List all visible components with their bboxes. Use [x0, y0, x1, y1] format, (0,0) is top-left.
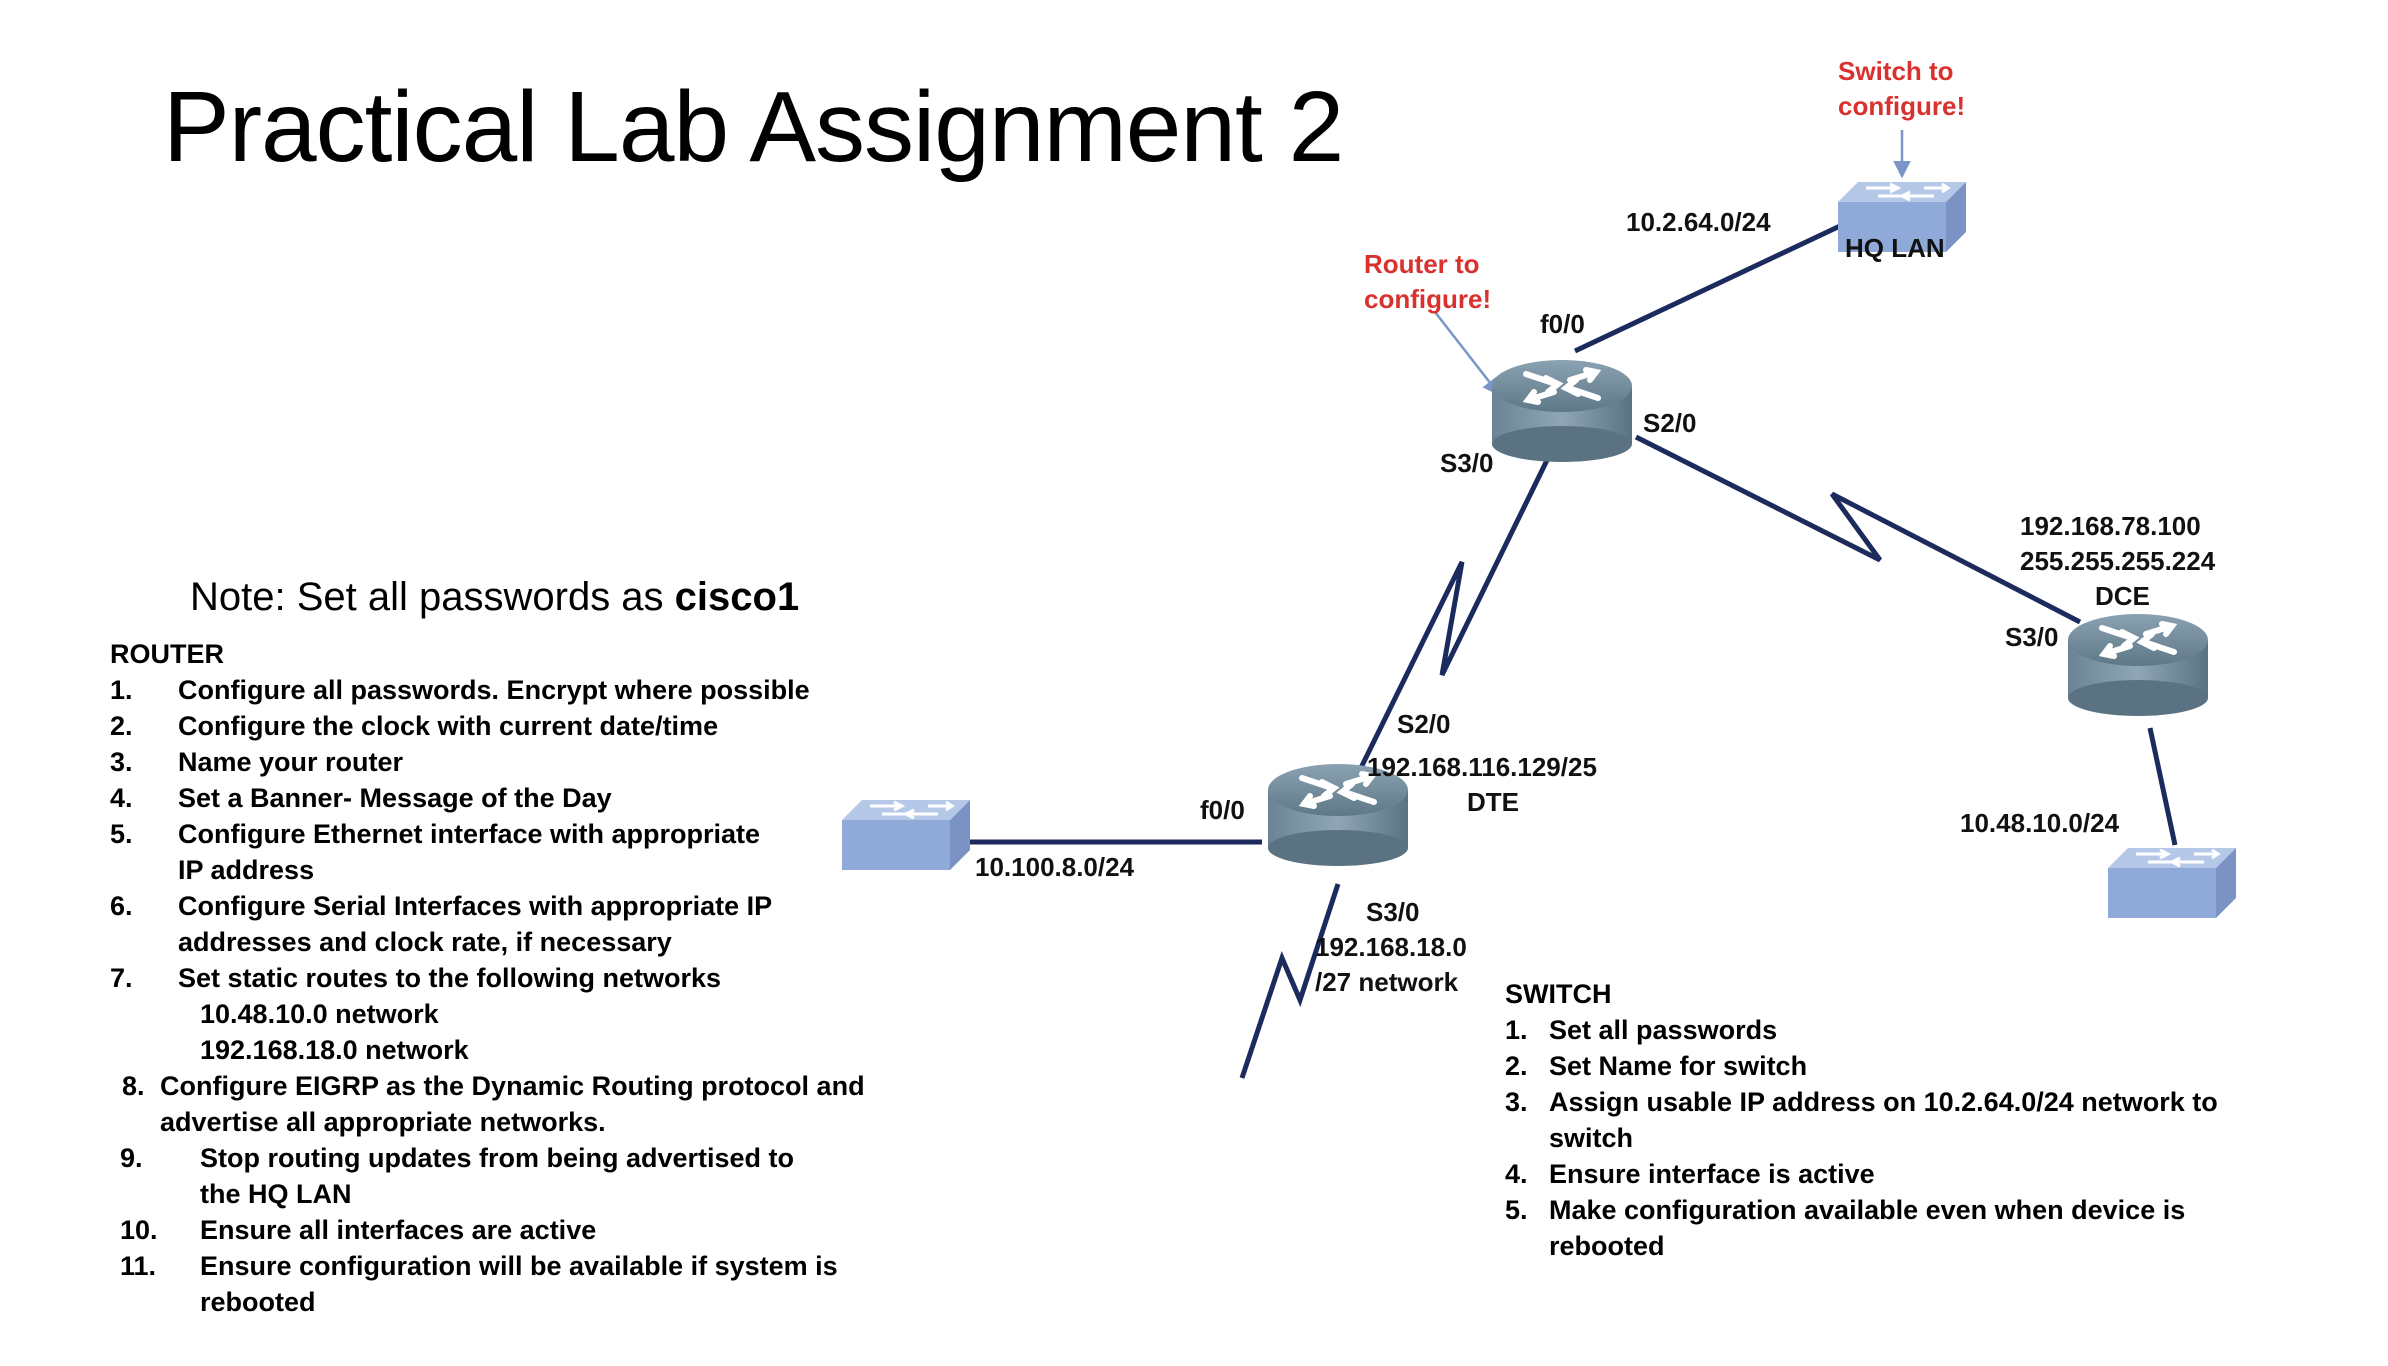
task-number: 6. — [110, 891, 133, 921]
router-task: 5. Configure Ethernet interface with appr… — [110, 816, 870, 888]
task-number: 3. — [1505, 1087, 1528, 1117]
task-number: 7. — [110, 963, 133, 993]
switch-task: 1. Set all passwords — [1505, 1012, 2285, 1048]
serial-link-hq-to-branch-router — [1349, 448, 1555, 788]
router-callout-label: Router to — [1364, 249, 1480, 279]
task-number: 9. — [120, 1143, 143, 1173]
switch-heading: SWITCH — [1505, 979, 1612, 1009]
task-number: 2. — [110, 711, 133, 741]
router-callout-arrow — [1434, 311, 1501, 396]
task-number: 11. — [120, 1251, 157, 1281]
note-prefix: Note: Set all passwords as — [190, 575, 675, 619]
network-label: 192.168.18.0 — [1315, 932, 1467, 962]
router-task: 2. Configure the clock with current date/… — [110, 708, 870, 744]
network-label: 10.48.10.0/24 — [1960, 808, 2120, 838]
task-text: Ensure configuration will be available i… — [200, 1251, 838, 1317]
note-password: cisco1 — [674, 575, 800, 619]
static-route-network: 10.48.10.0 network — [200, 999, 439, 1029]
router-task-list: ROUTER 1. Configure all passwords. Encryp… — [110, 636, 870, 1320]
task-text: Ensure all interfaces are active — [200, 1215, 597, 1245]
task-text: Set all passwords — [1549, 1015, 1778, 1045]
task-number: 4. — [1505, 1159, 1528, 1189]
hq-lan-link — [1573, 223, 1842, 354]
router-task: 3. Name your router — [110, 744, 870, 780]
switch-task-list: SWITCH 1. Set all passwords 2. Set Name fo… — [1505, 976, 2285, 1264]
ip-address-label: 192.168.78.100 — [2020, 511, 2201, 541]
interface-label: S3/0 — [2005, 622, 2059, 652]
router-task: 4. Set a Banner- Message of the Day — [110, 780, 870, 816]
page-title: Practical Lab Assignment 2 — [163, 71, 1344, 183]
serial-link-hq-to-right-router — [1634, 434, 2082, 625]
interface-label: S2/0 — [1397, 709, 1451, 739]
router-task: 1. Configure all passwords. Encrypt where… — [110, 672, 870, 708]
router-task: 6. Configure Serial Interfaces with appro… — [110, 888, 870, 960]
ip-address-label: 192.168.116.129/25 — [1367, 752, 1597, 782]
task-number: 1. — [1505, 1015, 1528, 1045]
task-text: Configure EIGRP as the Dynamic Routing p… — [160, 1071, 865, 1137]
task-text: Stop routing updates from being advertis… — [200, 1143, 795, 1209]
interface-label: S2/0 — [1643, 408, 1697, 438]
router-task: 8. Configure EIGRP as the Dynamic Routing… — [110, 1068, 870, 1140]
task-text: Configure the clock with current date/ti… — [178, 711, 719, 741]
switch-task: 4. Ensure interface is active — [1505, 1156, 2285, 1192]
hq-lan-label: HQ LAN — [1845, 233, 1945, 263]
interface-label: S3/0 — [1440, 448, 1494, 478]
switch-task: 3. Assign usable IP address on 10.2.64.0/… — [1505, 1084, 2285, 1156]
task-text: Set static routes to the following netwo… — [178, 963, 722, 993]
task-text: Assign usable IP address on 10.2.64.0/24… — [1549, 1087, 2218, 1153]
right-switch-icon — [2106, 846, 2238, 920]
right-router-icon — [2068, 614, 2208, 716]
task-number: 5. — [110, 819, 133, 849]
network-label: /27 network — [1315, 967, 1459, 997]
switch-task: 2. Set Name for switch — [1505, 1048, 2285, 1084]
task-text: Name your router — [178, 747, 404, 777]
network-links — [968, 223, 2178, 1079]
password-note: Note: Set all passwords as cisco1 — [190, 575, 799, 620]
hq-router-icon — [1492, 360, 1632, 462]
serial-link-192-168-18-0 — [1239, 883, 1341, 1079]
switch-callout-label: Switch to — [1838, 56, 1954, 86]
right-lan-link — [2147, 727, 2178, 846]
switch-task: 5. Make configuration available even when… — [1505, 1192, 2285, 1264]
task-text: Configure all passwords. Encrypt where p… — [178, 675, 810, 705]
task-number: 2. — [1505, 1051, 1528, 1081]
subnet-mask-label: 255.255.255.224 — [2020, 546, 2216, 576]
hq-network-label: 10.2.64.0/24 — [1626, 207, 1771, 237]
task-number: 1. — [110, 675, 133, 705]
task-number: 4. — [110, 783, 133, 813]
task-text: Configure Ethernet interface with approp… — [178, 819, 761, 885]
dte-label: DTE — [1467, 787, 1519, 817]
network-label: 10.100.8.0/24 — [975, 852, 1135, 882]
interface-label: f0/0 — [1540, 309, 1585, 339]
router-task: 11. Ensure configuration will be availabl… — [110, 1248, 870, 1320]
dce-label: DCE — [2095, 581, 2150, 611]
router-task: 10. Ensure all interfaces are active — [110, 1212, 870, 1248]
task-number: 3. — [110, 747, 133, 777]
router-callout-label: configure! — [1364, 284, 1491, 314]
router-heading: ROUTER — [110, 639, 224, 669]
interface-label: f0/0 — [1200, 795, 1245, 825]
task-number: 8. — [122, 1071, 145, 1101]
static-route-network: 192.168.18.0 network — [200, 1035, 469, 1065]
task-number: 5. — [1505, 1195, 1528, 1225]
branch-switch-icon — [840, 798, 972, 872]
task-text: Configure Serial Interfaces with appropr… — [178, 891, 772, 957]
interface-label: S3/0 — [1366, 897, 1420, 927]
router-task: 9. Stop routing updates from being advert… — [110, 1140, 870, 1212]
task-text: Set a Banner- Message of the Day — [178, 783, 612, 813]
router-task: 7. Set static routes to the following net… — [110, 960, 870, 996]
switch-callout-label: configure! — [1838, 91, 1965, 121]
task-number: 10. — [120, 1215, 158, 1245]
task-text: Ensure interface is active — [1549, 1159, 1875, 1189]
task-text: Set Name for switch — [1549, 1051, 1808, 1081]
task-text: Make configuration available even when d… — [1549, 1195, 2186, 1261]
